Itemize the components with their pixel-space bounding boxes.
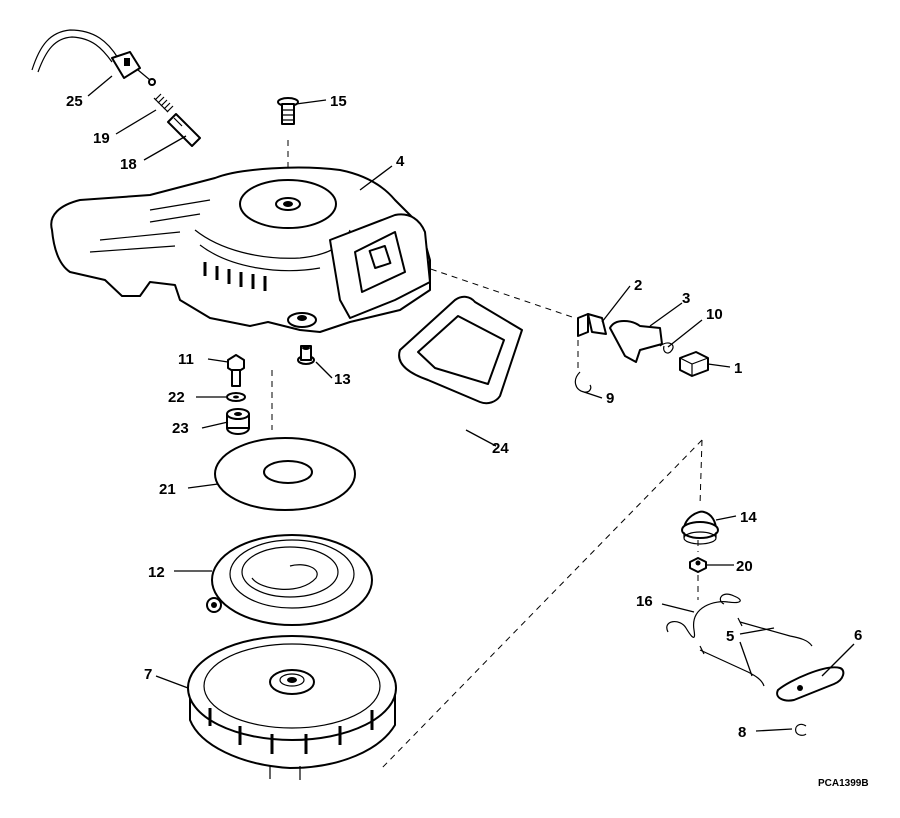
part-5-pawl-springs [699,617,813,687]
part-10-clip [659,342,674,354]
part-23-bushing [226,408,250,435]
part-21-plate [214,437,356,511]
callout-12: 12 [148,564,165,581]
callout-2: 2 [634,277,642,294]
part-13-nut [297,345,315,365]
callout-21: 21 [159,481,176,498]
callout-8: 8 [738,724,746,741]
callout-5: 5 [726,628,734,645]
callout-1: 1 [734,360,742,377]
callout-15: 15 [330,93,347,110]
part-16-spring-wire [666,593,741,638]
callout-leaders [87,75,855,732]
drawing-code: PCA1399B [818,778,869,789]
part-19-spring [153,93,174,113]
callout-13: 13 [334,371,351,388]
callout-14: 14 [740,509,757,526]
part-25-cable-assembly [31,29,156,86]
part-2-bushing [577,313,607,337]
callout-24: 24 [492,440,509,457]
part-7-pulley [187,635,397,780]
callout-22: 22 [168,389,185,406]
callout-6: 6 [854,627,862,644]
callout-3: 3 [682,290,690,307]
callout-19: 19 [93,130,110,147]
part-1-block [679,351,709,377]
part-4-starter-housing [50,166,431,333]
part-12-recoil-spring [206,534,373,626]
callout-20: 20 [736,558,753,575]
part-24-handle-frame [398,295,523,405]
callout-7: 7 [144,666,152,683]
callout-23: 23 [172,420,189,437]
part-20-nut [689,557,707,573]
callout-4: 4 [396,153,405,170]
part-8-clip [795,723,807,736]
part-6-pawl [776,666,845,702]
callout-labels: 25 19 18 15 4 2 3 10 1 9 11 13 22 23 24 … [66,93,869,789]
part-22-washer [226,392,246,402]
part-15-screw [277,97,299,125]
callout-18: 18 [120,156,137,173]
callout-9: 9 [606,390,614,407]
part-18-pin [167,113,201,147]
callout-25: 25 [66,93,83,110]
part-3-lever [609,320,663,363]
part-14-cap [681,510,719,545]
part-9-ring [574,371,592,393]
part-11-bolt [227,354,245,387]
callout-11: 11 [178,351,194,368]
callout-10: 10 [706,306,723,323]
callout-16: 16 [636,593,653,610]
